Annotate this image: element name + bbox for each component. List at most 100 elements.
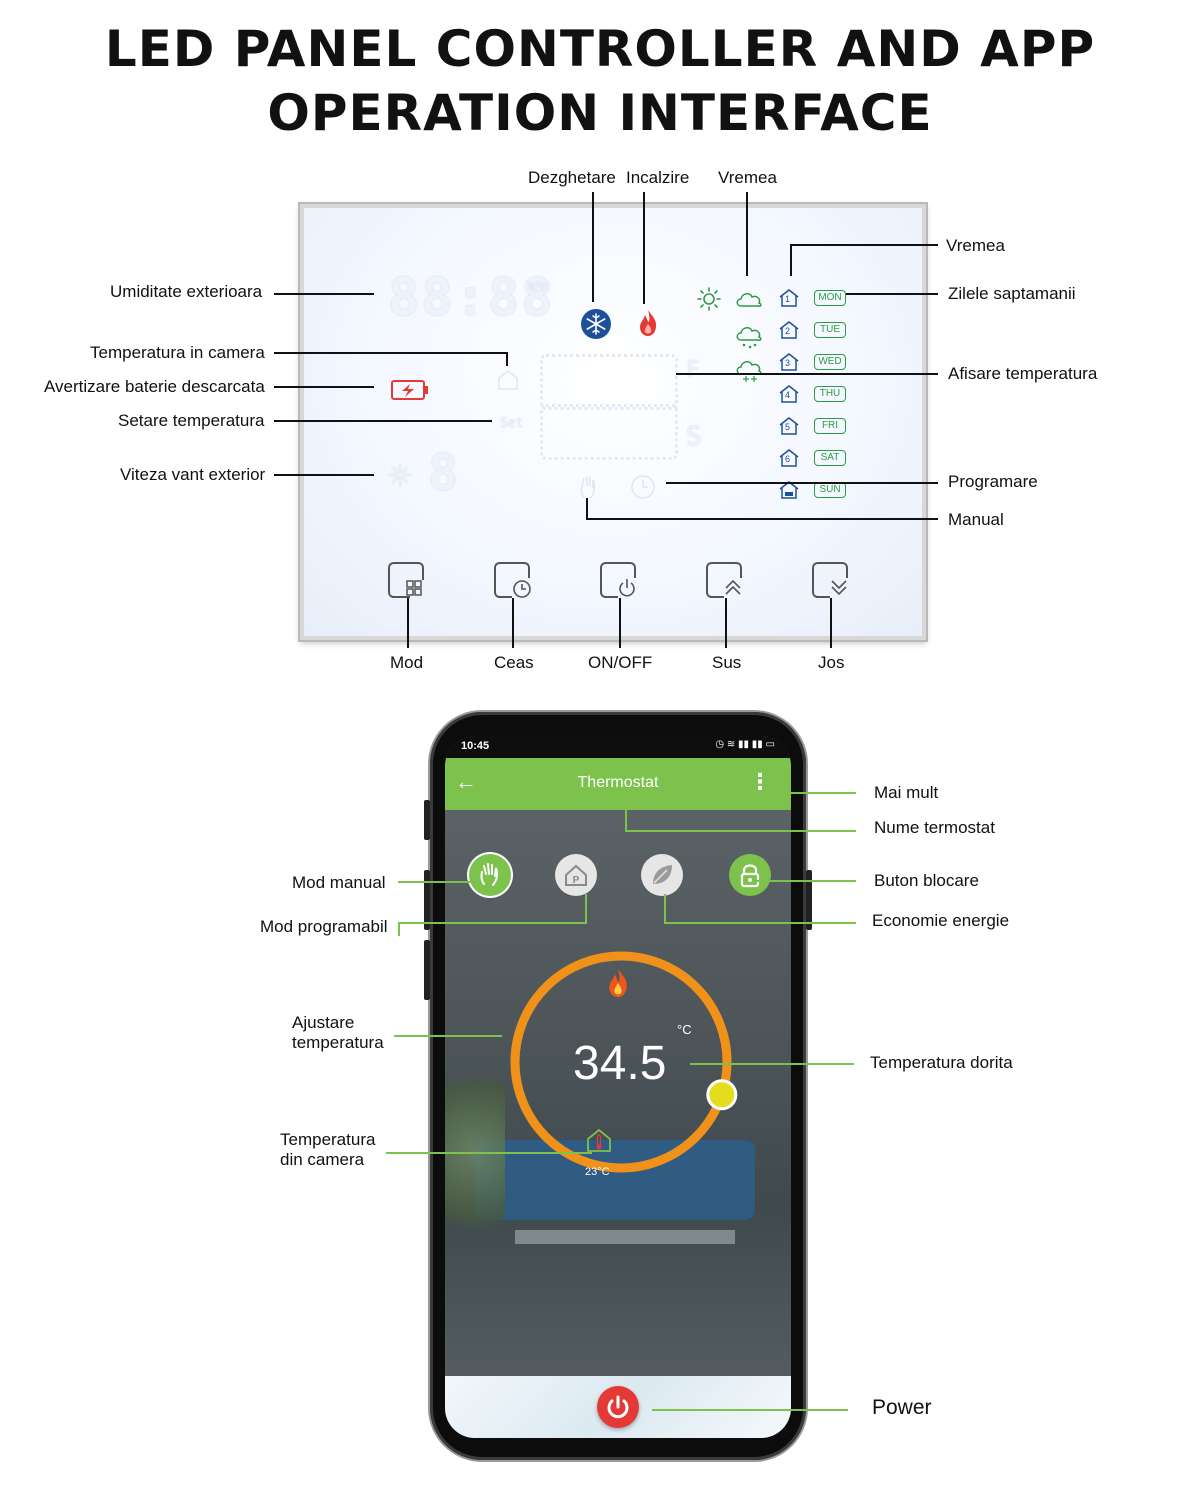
label-clock: Ceas: [494, 653, 534, 672]
temperature-dial[interactable]: [501, 942, 741, 1182]
leader-line: [274, 352, 508, 354]
up-button[interactable]: [704, 560, 744, 600]
wind-icon: ✳: [388, 450, 413, 496]
label-thermostat-name: Nume termostat: [874, 818, 995, 837]
set-temperature-value: 34.5: [573, 1037, 667, 1090]
on-off-button[interactable]: [598, 560, 638, 600]
power-button[interactable]: [597, 1386, 639, 1428]
label-wind-speed: Viteza vant exterior: [120, 465, 266, 484]
program-icon-4: 4: [778, 384, 800, 404]
low-battery-icon: [391, 380, 428, 400]
leader-line: [592, 192, 594, 302]
leader-line: [619, 598, 621, 648]
dial-knob[interactable]: [706, 1079, 738, 1111]
program-number: 6: [785, 454, 791, 464]
leader-line: [643, 192, 645, 304]
phone-side-button: [424, 940, 430, 1000]
label-low-battery: Avertizare baterie descarcata: [44, 377, 265, 396]
heating-flame-icon: [640, 310, 657, 336]
program-number: 2: [785, 326, 791, 336]
label-down: Jos: [818, 653, 845, 672]
schedule-clock-icon: [631, 475, 655, 499]
lock-icon: [740, 864, 760, 888]
leader-line: [666, 482, 938, 484]
label-program-mode: Mod programabil: [260, 917, 388, 936]
label-set-temperature: Setare temperatura: [118, 411, 265, 430]
leader-line: [690, 1063, 854, 1065]
leader-line: [830, 598, 832, 648]
day-fri: FRI: [814, 418, 846, 434]
svg-text:P: P: [573, 875, 580, 886]
bottom-bar: [445, 1376, 791, 1438]
program-icon-1: 1: [778, 288, 800, 308]
temperature-display-bottom: [540, 404, 678, 460]
leader-line: [274, 386, 374, 388]
leader-line: [274, 420, 492, 422]
leader-line: [652, 1409, 848, 1411]
phone-side-button: [806, 870, 812, 930]
label-manual: Manual: [948, 510, 1004, 529]
leader-line: [746, 192, 748, 276]
program-icon-2: 2: [778, 320, 800, 340]
defrost-icon: [581, 309, 611, 339]
temperature-display-top: [540, 354, 678, 410]
day-sat: SAT: [814, 450, 846, 466]
table-shape: [515, 1230, 735, 1244]
down-button[interactable]: [810, 560, 850, 600]
phone-side-button: [424, 870, 430, 930]
label-weather-right: Vremea: [946, 236, 1005, 255]
room-thermometer-icon: [498, 370, 518, 390]
leader-line: [274, 474, 374, 476]
manual-mode-button[interactable]: [469, 854, 511, 896]
label-outdoor-humidity: Umiditate exterioara: [110, 282, 263, 301]
humidity-digits: 88:88: [388, 268, 555, 328]
eco-mode-button[interactable]: [641, 854, 683, 896]
leader-line: [676, 373, 938, 375]
leader-line: [756, 880, 856, 882]
program-number: 1: [785, 294, 791, 304]
phone-screen: 10:45 ◷ ≋ ▮▮ ▮▮ ▭ ← Thermostat ⋮ P °C 34…: [445, 736, 791, 1438]
label-weather-top: Vremea: [718, 168, 777, 187]
label-room-temperature-app: Temperatura din camera: [280, 1130, 376, 1169]
temp-unit-bottom: S: [686, 422, 702, 452]
program-mode-button[interactable]: P: [555, 854, 597, 896]
program-number: 4: [785, 390, 791, 400]
label-heating: Incalzire: [626, 168, 690, 187]
leader-line: [386, 1152, 592, 1154]
status-bar: 10:45 ◷ ≋ ▮▮ ▮▮ ▭: [445, 736, 791, 758]
lock-button[interactable]: [729, 854, 771, 896]
cloud-icon: [736, 293, 762, 307]
snow-cloud-icon: [736, 361, 762, 382]
more-menu-icon[interactable]: ⋮: [749, 769, 771, 794]
label-temperature-display: Afisare temperatura: [948, 364, 1098, 383]
thermostat-name: Thermostat: [577, 774, 659, 791]
leader-line: [846, 293, 938, 295]
leader-line: [626, 830, 856, 832]
leader-line: [398, 922, 400, 936]
program-icon-3: 3: [778, 352, 800, 372]
room-thermometer-icon: [587, 1128, 611, 1152]
leader-line: [398, 881, 478, 883]
back-arrow-icon[interactable]: ←: [455, 769, 477, 794]
label-mode: Mod: [390, 653, 424, 672]
temp-unit-top: F: [686, 358, 700, 383]
mode-button[interactable]: [386, 560, 426, 600]
leader-line: [585, 894, 587, 924]
power-icon: [607, 1395, 629, 1419]
label-programming: Programare: [948, 472, 1038, 491]
leader-line: [725, 598, 727, 648]
humidity-unit: %RH: [528, 280, 550, 294]
phone-side-button: [424, 800, 430, 840]
label-weekdays: Zilele saptamanii: [948, 284, 1076, 303]
clock-button[interactable]: [492, 560, 532, 600]
leader-line: [770, 792, 856, 794]
program-icon-6: 6: [778, 448, 800, 468]
leader-line: [512, 598, 514, 648]
rain-cloud-icon: [736, 327, 762, 349]
set-label: Set: [500, 416, 524, 431]
app-bar: ← Thermostat ⋮: [445, 758, 791, 810]
leader-line: [586, 518, 938, 520]
label-desired-temperature: Temperatura dorita: [870, 1053, 1013, 1072]
label-defrost: Dezghetare: [528, 168, 616, 187]
day-tue: TUE: [814, 322, 846, 338]
